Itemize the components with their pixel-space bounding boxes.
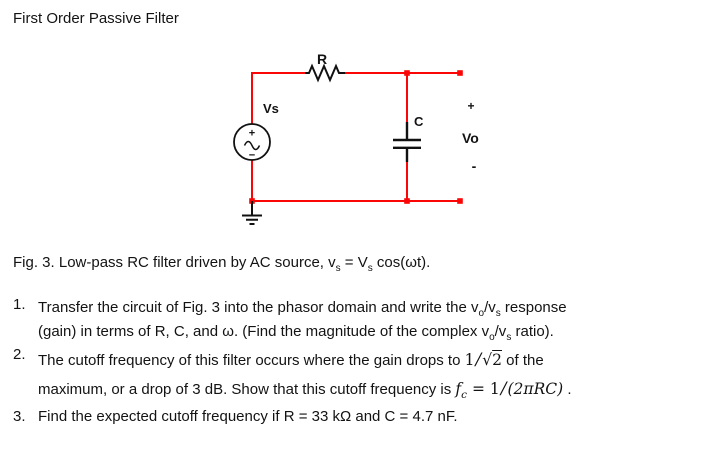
question-2-line-2: maximum, or a drop of 3 dB. Show that th… [38, 375, 572, 404]
output-voltage-label: Vo [462, 130, 479, 146]
question-1-text: Transfer the circuit of Fig. 3 into the … [38, 296, 567, 344]
text-segment: maximum, or a drop of 3 dB. Show that th… [38, 381, 456, 398]
terminal-dot [457, 198, 463, 204]
question-3: 3. Find the expected cutoff frequency if… [13, 408, 458, 425]
caption-segment: cos(ωt). [372, 254, 431, 271]
caption-subscript: s [335, 263, 341, 274]
subscript: o [489, 332, 495, 343]
question-2-number: 2. [13, 346, 26, 363]
question-1-line-1: Transfer the circuit of Fig. 3 into the … [38, 296, 567, 320]
terminal-dot [457, 70, 463, 76]
math-equals-one: = 1 [467, 380, 500, 398]
question-1-line-2: (gain) in terms of R, C, and ω. (Find th… [38, 320, 567, 344]
radicand: 2 [492, 351, 502, 369]
question-1-number: 1. [13, 296, 26, 313]
output-minus-sign: - [472, 158, 477, 174]
junction-dot [404, 198, 410, 204]
capacitor-symbol [393, 122, 421, 162]
text-segment: (gain) in terms of R, C, and ω. (Find th… [38, 323, 490, 340]
question-2-text: The cutoff frequency of this filter occu… [38, 346, 572, 404]
figure-caption: Fig. 3. Low-pass RC filter driven by AC … [13, 254, 431, 274]
math-denominator: (2πRC) [507, 380, 564, 398]
text-segment: /v [484, 299, 496, 316]
math-one-over-sqrt2: 1/√2 [464, 350, 502, 370]
wire-bottom-rail [251, 160, 460, 202]
text-segment: /v [494, 323, 507, 340]
source-minus-sign: − [249, 150, 255, 162]
subscript: s [506, 332, 512, 343]
math-cutoff-formula: fc = 1/(2πRC) [455, 379, 564, 402]
math-slash: / [475, 350, 482, 370]
question-3-text: Find the expected cutoff frequency if R … [38, 408, 458, 425]
text-segment: . [563, 381, 572, 398]
circuit-diagram: R Vs + − C + Vo - [233, 51, 479, 225]
junction-dot [404, 70, 410, 76]
ground-icon [242, 201, 262, 225]
question-3-number: 3. [13, 408, 26, 425]
text-segment: of the [502, 352, 544, 369]
ac-source-symbol [233, 123, 271, 161]
component-group [233, 63, 421, 225]
output-plus-sign: + [467, 99, 474, 113]
math-f: f [455, 380, 462, 398]
caption-segment: = V [340, 254, 368, 271]
math-f-subscript: c [461, 389, 468, 402]
text-segment: ratio). [511, 323, 554, 340]
math-numerator: 1 [464, 351, 475, 369]
resistor-label: R [317, 51, 327, 67]
question-1: 1. Transfer the circuit of Fig. 3 into t… [13, 296, 567, 344]
radical-sign: √ [482, 351, 493, 369]
page-title: First Order Passive Filter [13, 10, 179, 27]
caption-subscript: s [367, 263, 373, 274]
capacitor-label: C [414, 114, 424, 129]
question-2-line-1: The cutoff frequency of this filter occu… [38, 346, 572, 375]
wire-group [251, 72, 460, 202]
math-slash: / [500, 379, 507, 399]
subscript: s [495, 308, 501, 319]
question-2: 2. The cutoff frequency of this filter o… [13, 346, 572, 404]
junction-dot-group [249, 70, 463, 204]
source-label: Vs [263, 101, 279, 116]
resistor-symbol [305, 63, 345, 83]
wire-top-left [251, 72, 305, 124]
text-segment: Transfer the circuit of Fig. 3 into the … [38, 299, 479, 316]
caption-segment: Fig. 3. Low-pass RC filter driven by AC … [13, 254, 336, 271]
question-3-line-1: Find the expected cutoff frequency if R … [38, 408, 458, 425]
subscript: o [478, 308, 485, 319]
source-plus-sign: + [249, 128, 255, 140]
text-segment: response [500, 299, 567, 316]
text-segment: The cutoff frequency of this filter occu… [38, 352, 465, 369]
sine-wave-icon [243, 140, 261, 151]
